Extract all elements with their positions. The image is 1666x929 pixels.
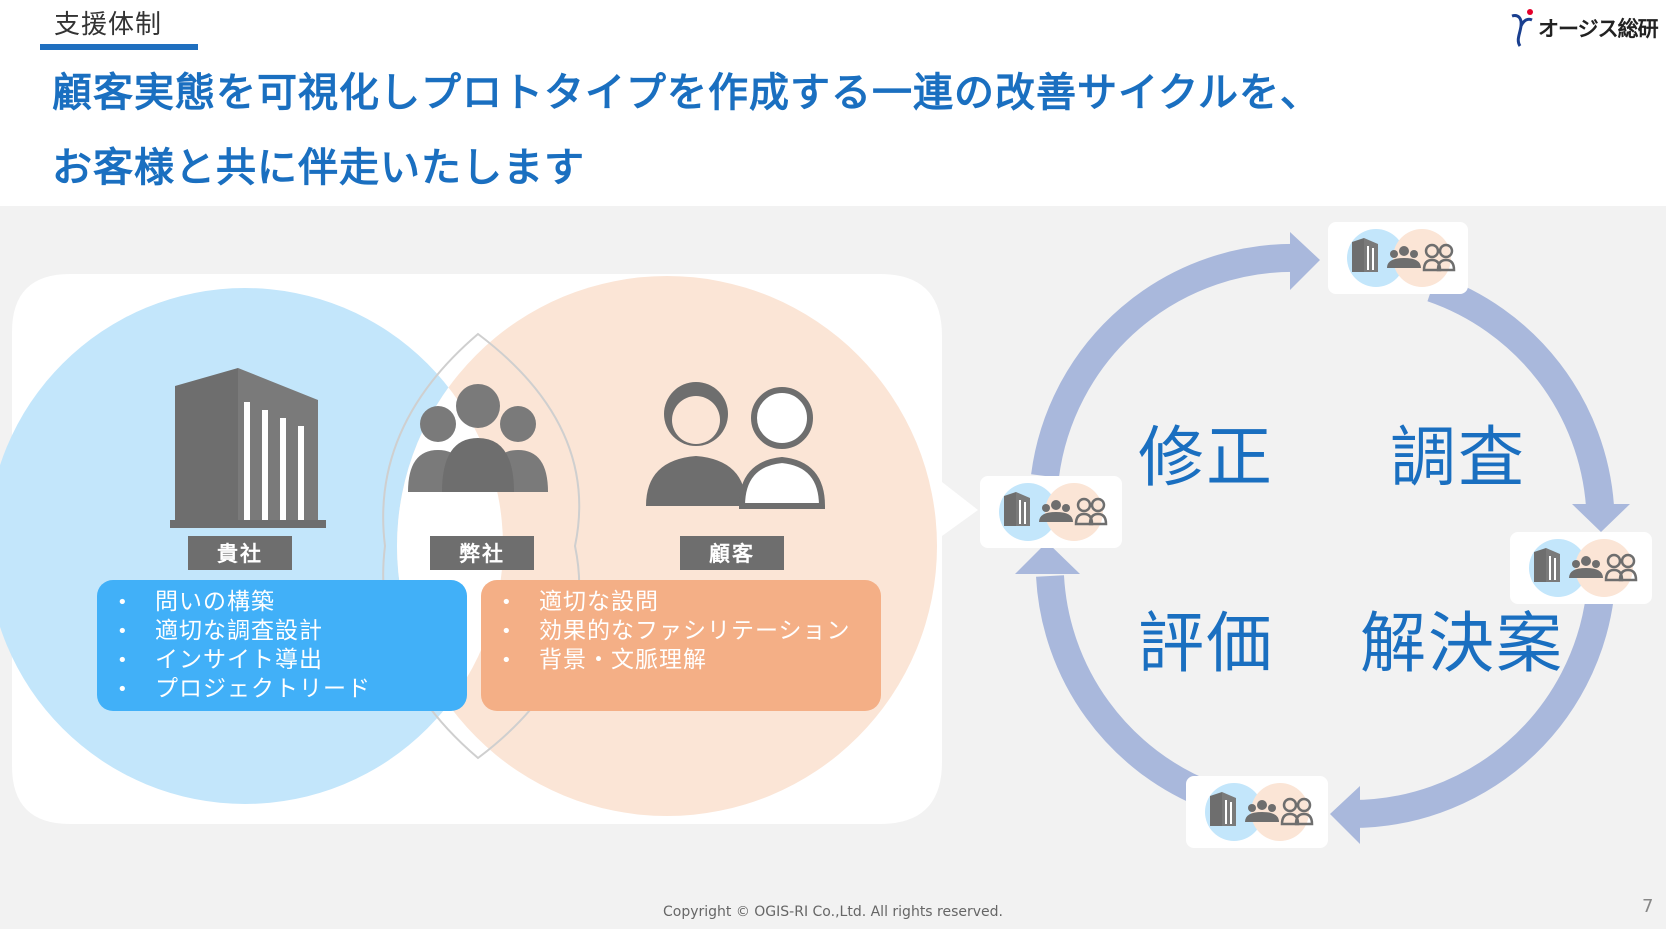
cycle-node-bottom: [1186, 776, 1328, 848]
page-number: 7: [1642, 896, 1654, 917]
headline-line-1: 顧客実態を可視化しプロトタイプを作成する一連の改善サイクルを、: [52, 70, 1321, 116]
arc-top-left: [1031, 243, 1301, 478]
cycle-step-research: 調査: [1390, 419, 1526, 496]
section-label: 支援体制: [54, 10, 163, 40]
customer-label: 顧客: [680, 536, 784, 570]
cycle-node-right: [1510, 532, 1652, 604]
client-role-item: インサイト導出: [117, 646, 467, 675]
arrowhead-bottom: [1330, 786, 1360, 844]
customer-role-item: 適切な設問: [501, 588, 881, 617]
arc-top-right: [1427, 274, 1614, 508]
client-roles-box: 問いの構築 適切な調査設計 インサイト導出 プロジェクトリード: [97, 580, 467, 711]
cycle-step-evaluate: 評価: [1138, 605, 1274, 682]
customer-role-item: 背景・文脈理解: [501, 646, 881, 675]
cycle-node-left: [980, 476, 1122, 548]
customer-role-item: 効果的なファシリテーション: [501, 617, 881, 646]
client-company-label: 貴社: [188, 536, 292, 570]
arrowhead-right: [1572, 504, 1630, 532]
logo-mark-icon: [1511, 9, 1533, 47]
arrowhead-left: [1015, 542, 1080, 574]
client-role-item: 問いの構築: [117, 588, 467, 617]
customer-roles-box: 適切な設問 効果的なファシリテーション 背景・文脈理解: [481, 580, 881, 711]
building-icon: [170, 368, 326, 528]
copyright-notice: Copyright © OGIS-RI Co.,Ltd. All rights …: [662, 904, 1004, 920]
our-company-label: 弊社: [430, 536, 534, 570]
arc-bottom-left: [1036, 575, 1216, 810]
improvement-cycle: [980, 222, 1652, 848]
cycle-node-top: [1328, 222, 1468, 294]
company-logo: オージス総研: [1508, 8, 1659, 48]
logo-text: オージス総研: [1538, 17, 1659, 41]
arc-bottom-right: [1349, 594, 1614, 829]
section-underline: [40, 44, 198, 50]
cycle-step-modify: 修正: [1138, 419, 1274, 496]
overlap-lens-outline: [382, 332, 581, 760]
client-role-item: 適切な調査設計: [117, 617, 467, 646]
client-role-item: プロジェクトリード: [117, 675, 467, 704]
headline-line-2: お客様と共に伴走いたします: [52, 145, 585, 191]
arrowhead-top: [1290, 232, 1320, 290]
client-roles-list: 問いの構築 適切な調査設計 インサイト導出 プロジェクトリード: [97, 580, 467, 704]
group-icon: [408, 384, 548, 492]
customer-people-icon: [646, 382, 826, 509]
cycle-step-solution: 解決案: [1360, 605, 1564, 682]
customer-roles-list: 適切な設問 効果的なファシリテーション 背景・文脈理解: [481, 580, 881, 675]
